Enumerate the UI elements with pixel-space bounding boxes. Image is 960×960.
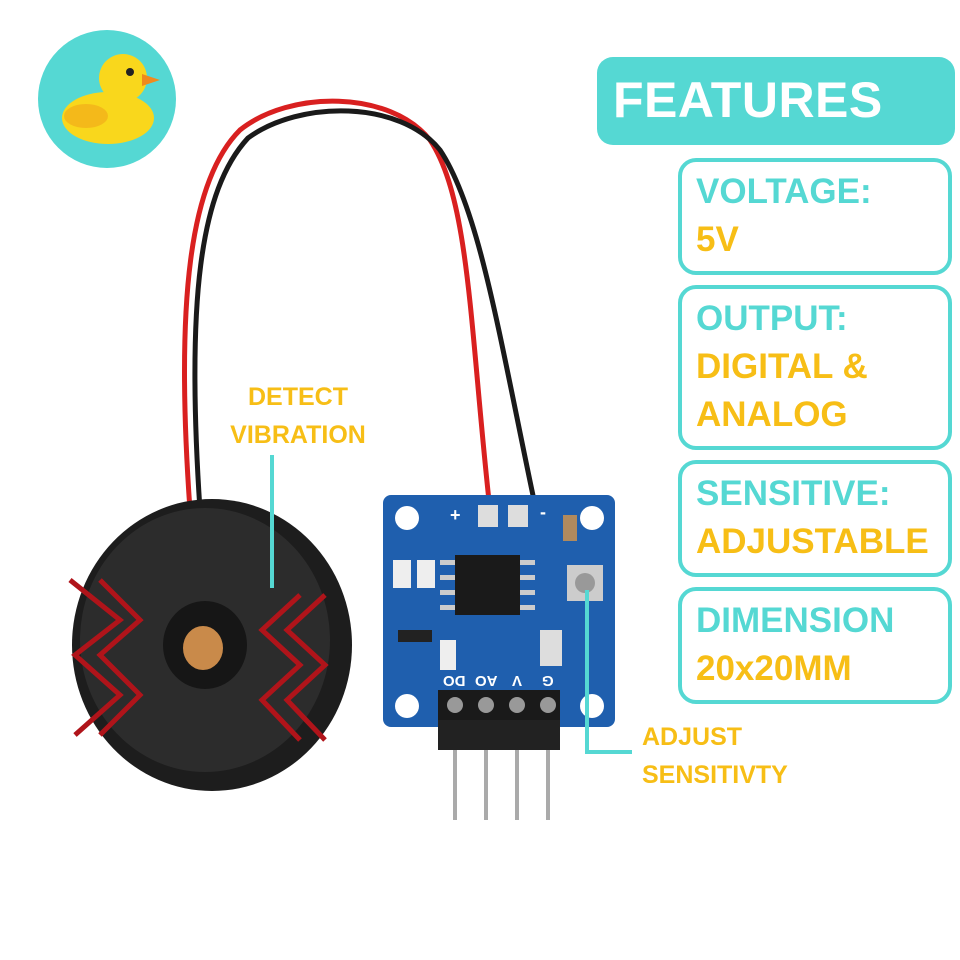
feature-key: SENSITIVE:: [696, 474, 891, 513]
callout-line: VIBRATION: [230, 421, 366, 449]
features-header: FEATURES: [597, 57, 955, 145]
wires: [181, 98, 538, 511]
callout-line: DETECT: [248, 383, 348, 411]
feature-value: ADJUSTABLE: [696, 522, 929, 561]
feature-key: OUTPUT:: [696, 299, 848, 338]
duck-logo-icon: [38, 30, 176, 168]
sensor-board: [383, 495, 615, 820]
feature-card-sensitive: SENSITIVE: ADJUSTABLE: [678, 460, 952, 577]
feature-value: 5V: [696, 220, 739, 259]
feature-card-output: OUTPUT: DIGITAL & ANALOG: [678, 285, 952, 450]
adjust-pointer-line: [585, 590, 632, 754]
feature-card-dimension: DIMENSION 20x20MM: [678, 587, 952, 704]
board-minus-label: -: [540, 502, 546, 522]
callout-line: SENSITIVTY: [642, 761, 788, 789]
pin-label-g: G: [542, 672, 554, 689]
feature-card-voltage: VOLTAGE: 5V: [678, 158, 952, 275]
feature-value: 20x20MM: [696, 649, 852, 688]
detect-vibration-callout: DETECT VIBRATION: [218, 378, 378, 454]
feature-value: ANALOG: [696, 395, 848, 434]
pin-label-ao: AO: [475, 672, 498, 689]
feature-key: VOLTAGE:: [696, 172, 872, 211]
feature-value: DIGITAL &: [696, 347, 868, 386]
feature-key: DIMENSION: [696, 601, 895, 640]
board-plus-label: +: [450, 505, 461, 525]
adjust-sensitivity-callout: ADJUST SENSITIVTY: [642, 718, 788, 794]
features-title: FEATURES: [613, 72, 883, 128]
piezo-disc: [72, 499, 352, 791]
vibration-waves-icon: [68, 578, 329, 742]
callout-line: ADJUST: [642, 723, 743, 751]
pin-label-v: V: [512, 672, 523, 689]
pin-label-do: DO: [443, 672, 466, 689]
